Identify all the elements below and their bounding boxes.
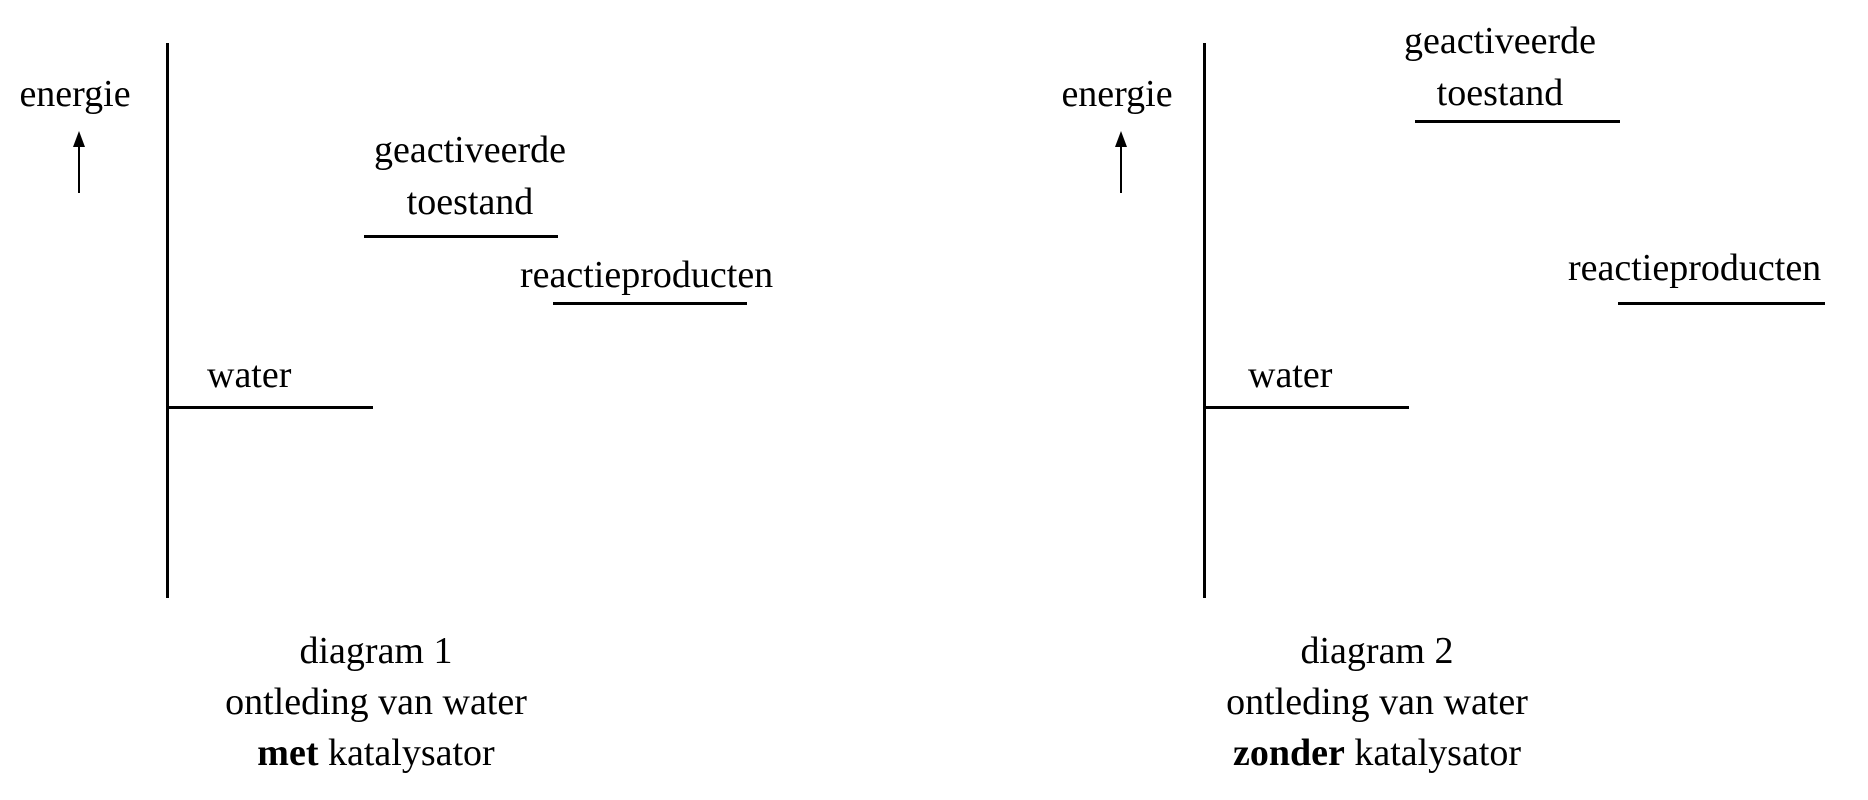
activated-state-level-line bbox=[1415, 120, 1620, 123]
caption-title: diagram 1 bbox=[299, 630, 453, 672]
reaction-products-label: reactieproducten bbox=[520, 254, 774, 296]
water-label: water bbox=[1248, 354, 1333, 396]
caption-emphasis: met bbox=[257, 732, 319, 774]
energy-axis-line bbox=[1203, 43, 1206, 598]
diagram-caption: diagram 2 ontleding van water zonder kat… bbox=[1197, 626, 1557, 779]
activated-state-label: geactiveerde toestand bbox=[360, 124, 580, 228]
up-arrow-head bbox=[73, 131, 85, 147]
activated-state-label-line1: geactiveerde bbox=[1404, 20, 1596, 62]
activated-state-label-line2: toestand bbox=[1436, 72, 1564, 114]
energy-axis-label: energie bbox=[19, 73, 131, 115]
reaction-products-label: reactieproducten bbox=[1568, 247, 1822, 289]
reaction-products-level-line bbox=[1618, 302, 1825, 305]
up-arrow-shaft bbox=[1120, 145, 1122, 193]
up-arrow-shaft bbox=[78, 145, 80, 193]
activated-state-label: geactiveerde toestand bbox=[1390, 15, 1610, 119]
caption-subtitle: ontleding van water bbox=[225, 681, 527, 723]
energy-axis-label: energie bbox=[1061, 73, 1173, 115]
caption-rest: katalysator bbox=[318, 732, 495, 774]
up-arrow-head bbox=[1115, 131, 1127, 147]
energy-axis-line bbox=[166, 43, 169, 598]
caption-title: diagram 2 bbox=[1300, 630, 1454, 672]
activated-state-level-line bbox=[364, 235, 558, 238]
up-arrow-icon bbox=[1115, 131, 1127, 193]
diagram-caption: diagram 1 ontleding van water met kataly… bbox=[196, 626, 556, 779]
caption-rest: katalysator bbox=[1344, 732, 1522, 774]
caption-subtitle: ontleding van water bbox=[1226, 681, 1528, 723]
water-label: water bbox=[207, 354, 292, 396]
activated-state-label-line1: geactiveerde bbox=[374, 129, 566, 171]
caption-emphasis: zonder bbox=[1232, 732, 1345, 774]
up-arrow-icon bbox=[73, 131, 85, 193]
reaction-products-level-line bbox=[553, 302, 747, 305]
activated-state-label-line2: toestand bbox=[406, 181, 534, 223]
water-level-line bbox=[1203, 406, 1409, 409]
water-level-line bbox=[166, 406, 373, 409]
